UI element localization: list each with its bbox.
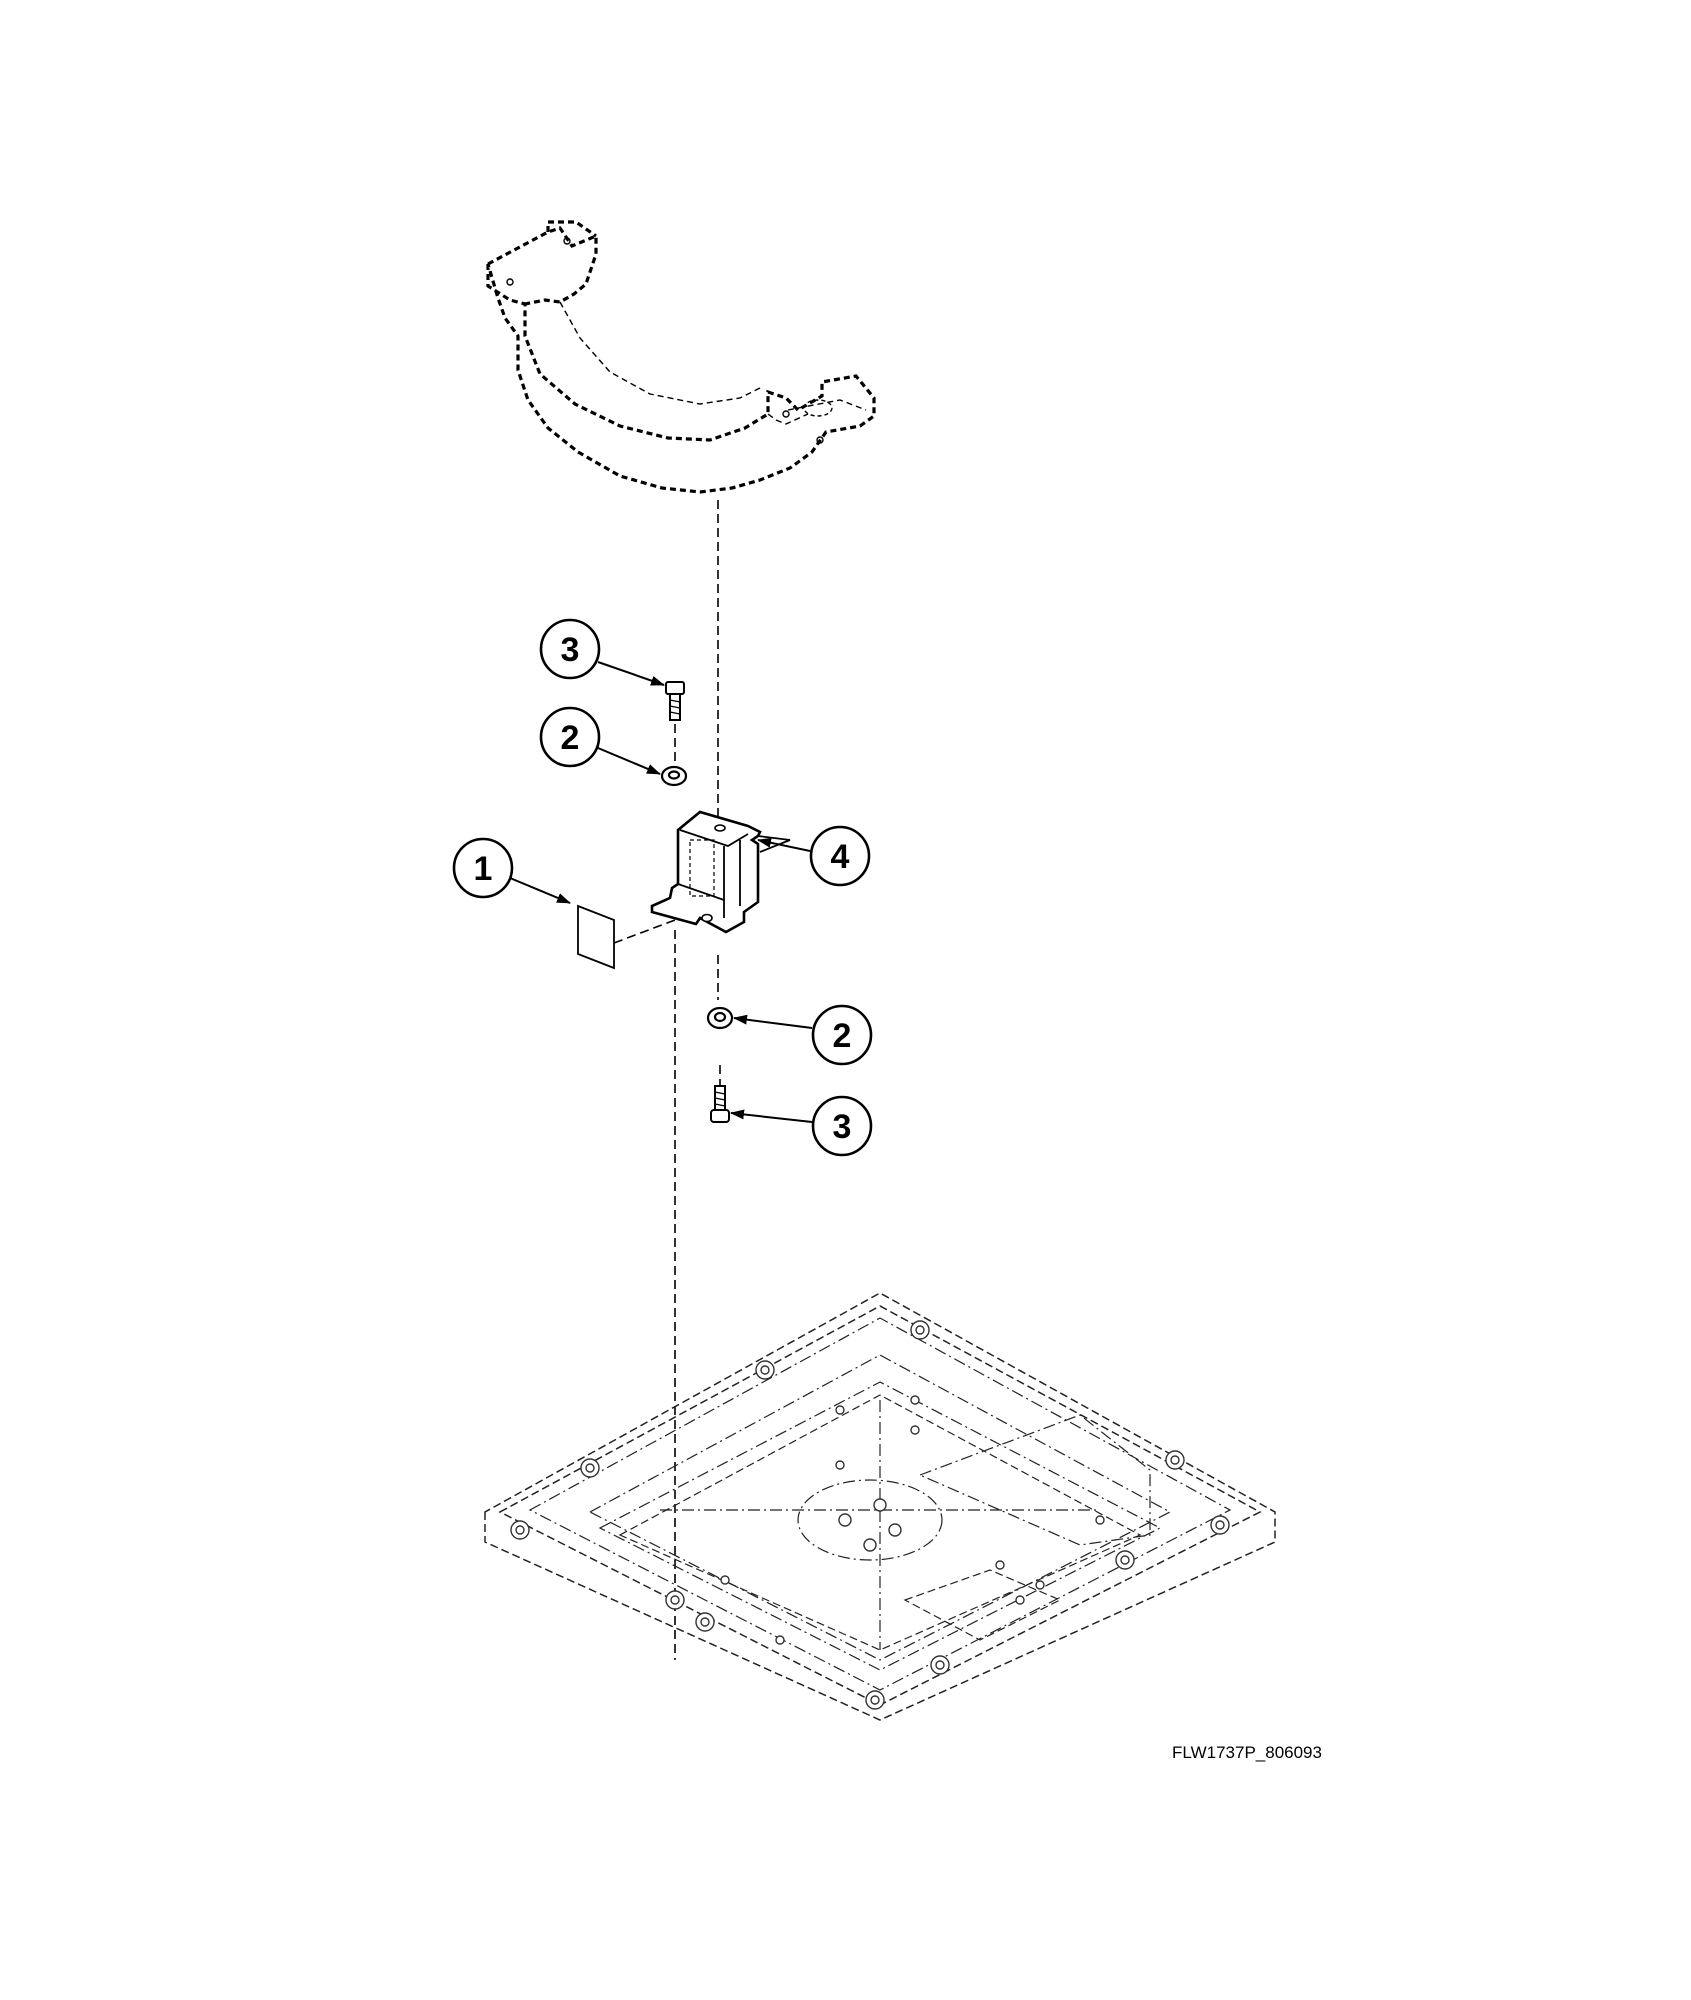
callout-4: 4 bbox=[809, 825, 871, 887]
callout-4-label: 4 bbox=[831, 838, 850, 876]
label-square bbox=[577, 904, 615, 970]
callout-1-label: 1 bbox=[474, 850, 493, 888]
leader-2-top bbox=[597, 747, 661, 775]
leader-1 bbox=[509, 877, 571, 904]
nut-bottom bbox=[706, 1006, 734, 1030]
callout-2-bottom-label: 2 bbox=[833, 1017, 852, 1055]
callout-3-bottom-label: 3 bbox=[833, 1108, 852, 1146]
screw-bottom bbox=[710, 1085, 730, 1123]
callout-3-bottom: 3 bbox=[811, 1095, 873, 1157]
leader-4 bbox=[757, 837, 811, 852]
figure-id: FLW1737P_806093 bbox=[1172, 1743, 1322, 1762]
leader-2-bottom bbox=[733, 1014, 813, 1029]
screw-top bbox=[665, 681, 685, 721]
callout-3-top-label: 3 bbox=[561, 631, 580, 669]
base-frame-holes bbox=[510, 1320, 1230, 1710]
callout-2-top-label: 2 bbox=[561, 719, 580, 757]
mounting-bracket bbox=[650, 810, 791, 934]
callout-2-top: 2 bbox=[539, 706, 601, 768]
callout-1: 1 bbox=[452, 837, 514, 899]
base-frame-ghost bbox=[484, 1292, 1276, 1721]
callout-3-top: 3 bbox=[539, 618, 601, 680]
upper-bracket-ghost bbox=[486, 220, 876, 494]
leader-3-top bbox=[597, 661, 665, 686]
leader-arrows bbox=[509, 661, 813, 1123]
callout-2-bottom: 2 bbox=[811, 1004, 873, 1066]
leader-3-bottom bbox=[730, 1109, 813, 1123]
nut-top bbox=[660, 765, 688, 787]
